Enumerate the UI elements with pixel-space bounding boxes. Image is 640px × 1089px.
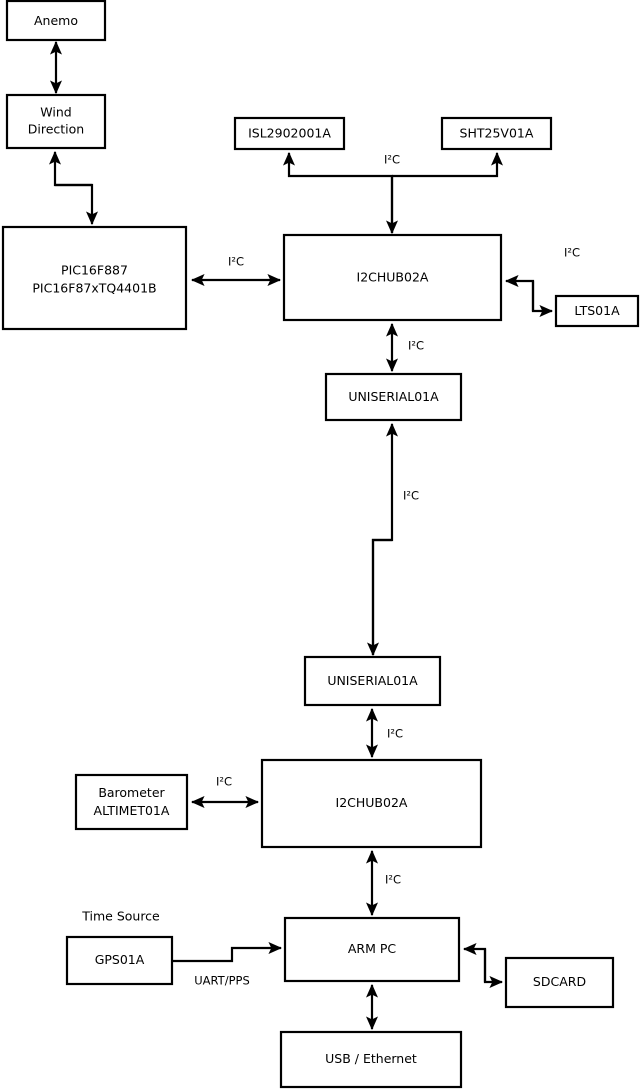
edge-labels: I²C I²C I²C I²C I²C I²C I²C I²C UART/PPS bbox=[194, 153, 580, 988]
node-i2chub02a-bottom[interactable]: I2CHUB02A bbox=[260, 758, 483, 849]
edge-label-pic-hub: I²C bbox=[228, 255, 244, 269]
node-usb-ethernet-label: USB / Ethernet bbox=[325, 1051, 417, 1066]
label-time-source: Time Source bbox=[81, 909, 160, 924]
edge-label-bus-top: I²C bbox=[384, 153, 400, 167]
node-i2chub02a-top-label: I2CHUB02A bbox=[357, 270, 429, 285]
node-lts01a-label: LTS01A bbox=[574, 303, 620, 318]
edge-label-long-link: I²C bbox=[403, 489, 419, 503]
node-arm-pc-label: ARM PC bbox=[348, 941, 397, 956]
node-barometer-label-line1: Barometer bbox=[98, 785, 165, 800]
edge-label-hub-lts: I²C bbox=[564, 246, 580, 260]
node-wind-direction[interactable]: Wind Direction bbox=[5, 93, 107, 150]
node-gps01a-label: GPS01A bbox=[95, 952, 145, 967]
free-labels: Time Source bbox=[81, 909, 160, 924]
edge-label-hub-uniserial: I²C bbox=[408, 339, 424, 353]
node-uniserial01a-bottom[interactable]: UNISERIAL01A bbox=[303, 655, 442, 707]
connectors bbox=[48, 40, 554, 1031]
node-arm-pc[interactable]: ARM PC bbox=[283, 916, 461, 983]
node-usb-ethernet[interactable]: USB / Ethernet bbox=[279, 1030, 463, 1089]
connector-hub-top-to-lts bbox=[531, 281, 554, 318]
node-lts01a[interactable]: LTS01A bbox=[554, 294, 640, 328]
connector-sdcard-to-armpc bbox=[462, 942, 487, 982]
node-wind-direction-label-line2: Direction bbox=[28, 122, 84, 137]
node-sht25v01a[interactable]: SHT25V01A bbox=[440, 116, 553, 151]
node-isl2902001a-label: ISL2902001A bbox=[248, 126, 331, 141]
node-gps01a[interactable]: GPS01A bbox=[65, 935, 174, 986]
node-wind-direction-label-line1: Wind bbox=[40, 105, 71, 120]
node-sht25v01a-label: SHT25V01A bbox=[460, 126, 534, 141]
edge-label-barometer-hub: I²C bbox=[216, 775, 232, 789]
edge-label-uniserial-hub: I²C bbox=[387, 727, 403, 741]
node-sdcard[interactable]: SDCARD bbox=[504, 956, 615, 1009]
edge-label-hub-armpc: I²C bbox=[385, 873, 401, 887]
node-barometer[interactable]: Barometer ALTIMET01A bbox=[74, 773, 189, 831]
connector-pic-to-winddirection-up bbox=[48, 150, 92, 187]
node-pic-microcontroller[interactable]: PIC16F887 PIC16F87xTQ4401B bbox=[1, 225, 188, 331]
node-i2chub02a-top[interactable]: I2CHUB02A bbox=[282, 233, 503, 322]
connector-bus-hub-to-isl bbox=[282, 151, 394, 233]
node-pic-label-line1: PIC16F887 bbox=[61, 263, 128, 278]
node-barometer-label-line2: ALTIMET01A bbox=[94, 803, 170, 818]
node-uniserial01a-top-label: UNISERIAL01A bbox=[348, 389, 439, 404]
node-i2chub02a-bottom-label: I2CHUB02A bbox=[336, 795, 408, 810]
edge-label-gps-armpc: UART/PPS bbox=[194, 974, 250, 988]
connector-winddirection-to-pic-down bbox=[55, 183, 99, 226]
connector-bus-hub-to-sht bbox=[392, 151, 504, 178]
connector-uniserial-top-to-bottom bbox=[366, 538, 392, 657]
node-uniserial01a-top[interactable]: UNISERIAL01A bbox=[324, 372, 463, 422]
connector-gps-to-armpc bbox=[172, 941, 283, 963]
connector-armpc-to-sdcard bbox=[483, 949, 504, 989]
node-pic-label-line2: PIC16F87xTQ4401B bbox=[32, 281, 156, 296]
node-anemo-label: Anemo bbox=[34, 13, 78, 28]
connector-lts-to-hub-top bbox=[504, 274, 535, 311]
node-isl2902001a[interactable]: ISL2902001A bbox=[233, 116, 346, 151]
node-sdcard-label: SDCARD bbox=[533, 974, 586, 989]
node-uniserial01a-bottom-label: UNISERIAL01A bbox=[327, 673, 418, 688]
node-anemo[interactable]: Anemo bbox=[5, 0, 107, 42]
